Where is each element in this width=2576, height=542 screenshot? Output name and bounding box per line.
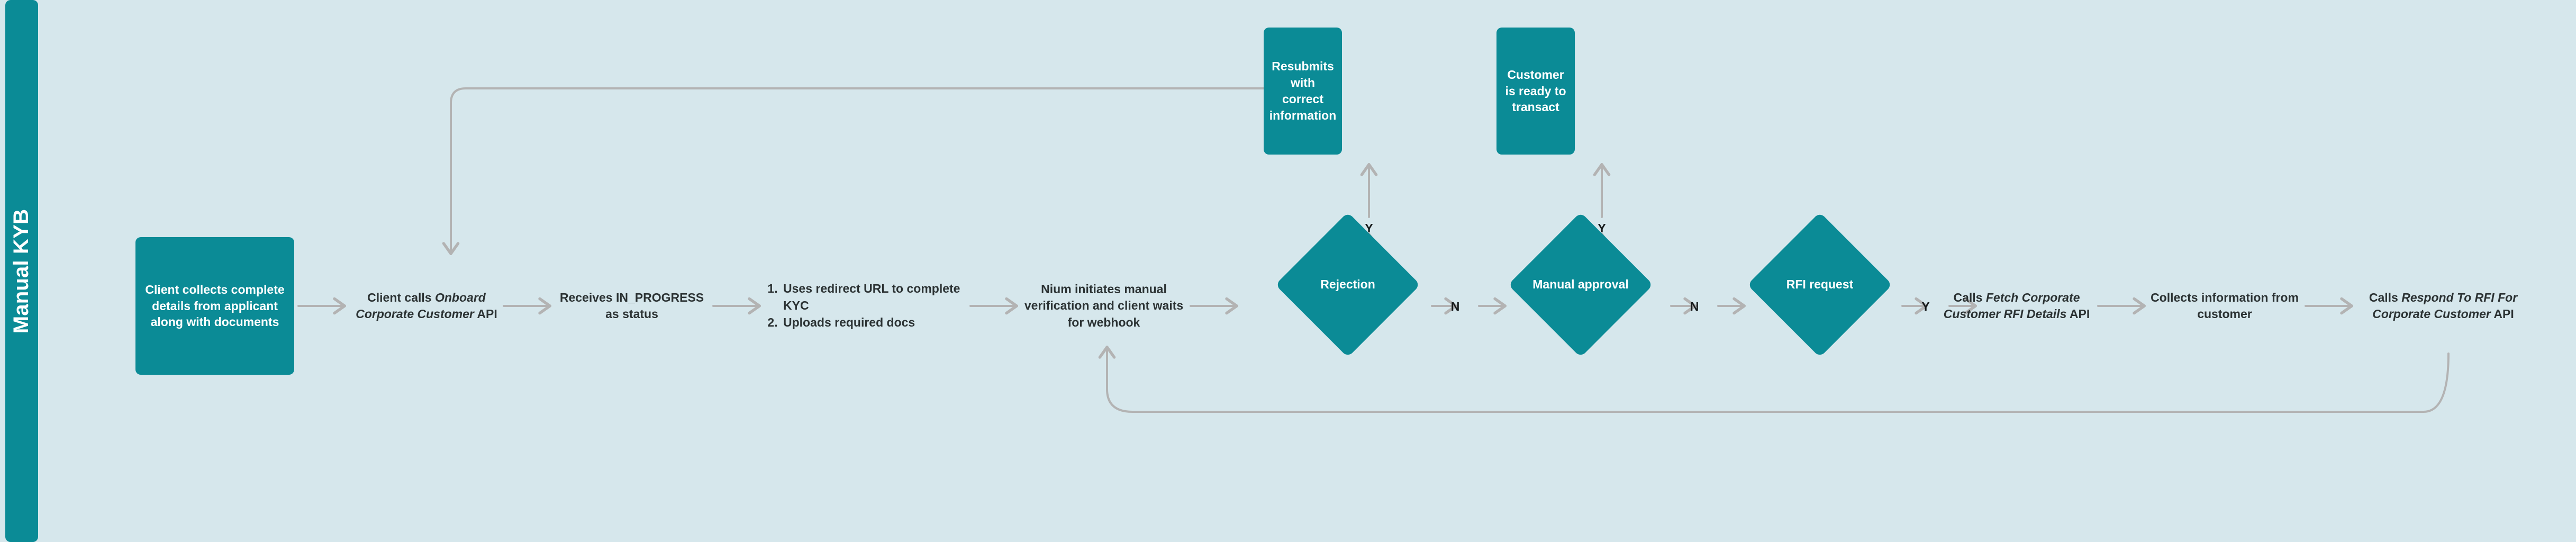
- node-rfi-request-decision[interactable]: RFI request: [1747, 212, 1893, 358]
- node-label: Resubmits with correct information: [1269, 59, 1337, 122]
- node-rejection-decision[interactable]: Rejection: [1275, 212, 1421, 358]
- edge-label-rfi-yes: Y: [1921, 300, 1930, 313]
- edge-label-rejection-no: N: [1450, 300, 1460, 313]
- node-label-prefix: Calls: [2369, 290, 2402, 304]
- node-client-collects-details[interactable]: Client collects complete details from ap…: [135, 237, 294, 375]
- node-label: Manual approval: [1532, 277, 1629, 292]
- node-collects-information-from-customer[interactable]: Collects information from customer: [2147, 242, 2302, 369]
- node-resubmits-with-correct-information[interactable]: Resubmits with correct information: [1264, 28, 1342, 155]
- swimlane-manual-kyb: Manual KYB: [5, 0, 38, 542]
- node-label-suffix: API: [2490, 307, 2514, 321]
- node-label-prefix: Client calls: [367, 290, 435, 304]
- node-kyc-steps[interactable]: Uses redirect URL to complete KYC Upload…: [763, 242, 966, 369]
- node-nium-initiates-manual-verification[interactable]: Nium initiates manual verification and c…: [1019, 242, 1189, 369]
- list-item: Uses redirect URL to complete KYC: [781, 281, 966, 314]
- node-client-calls-onboard-api[interactable]: Client calls Onboard Corporate Customer …: [349, 242, 504, 369]
- node-manual-approval-decision[interactable]: Manual approval: [1508, 212, 1654, 358]
- edge-label-approval-no: N: [1690, 300, 1699, 313]
- node-label-prefix: Calls: [1953, 290, 1986, 304]
- node-label: Receives IN_PROGRESS as status: [559, 290, 704, 321]
- node-label: Nium initiates manual verification and c…: [1024, 282, 1184, 329]
- node-label: Rejection: [1320, 277, 1375, 292]
- node-receives-in-progress-status[interactable]: Receives IN_PROGRESS as status: [555, 242, 709, 369]
- list-item: Uploads required docs: [781, 314, 966, 331]
- node-label-api-name: Onboard Corporate Customer: [356, 290, 486, 321]
- node-calls-fetch-corporate-customer-rfi-details-api[interactable]: Calls Fetch Corporate Customer RFI Detai…: [1929, 242, 2104, 369]
- node-label-suffix: API: [2066, 307, 2090, 321]
- node-label: RFI request: [1786, 277, 1854, 292]
- node-label: Collects information from customer: [2151, 290, 2299, 321]
- node-label: Client collects complete details from ap…: [145, 282, 285, 329]
- node-label-api-name: Fetch Corporate Customer RFI Details: [1943, 290, 2080, 321]
- node-label-api-name: Respond To RFI For Corporate Customer: [2372, 290, 2518, 321]
- node-customer-ready-to-transact[interactable]: Customer is ready to transact: [1496, 28, 1575, 155]
- node-label-suffix: API: [474, 307, 497, 321]
- edge-resubmits-loop-back: [442, 87, 1293, 255]
- node-label: Customer is ready to transact: [1505, 67, 1566, 114]
- node-calls-respond-to-rfi-for-corporate-customer-api[interactable]: Calls Respond To RFI For Corporate Custo…: [2356, 242, 2530, 369]
- edge-respond-loop-back: [1098, 346, 2450, 413]
